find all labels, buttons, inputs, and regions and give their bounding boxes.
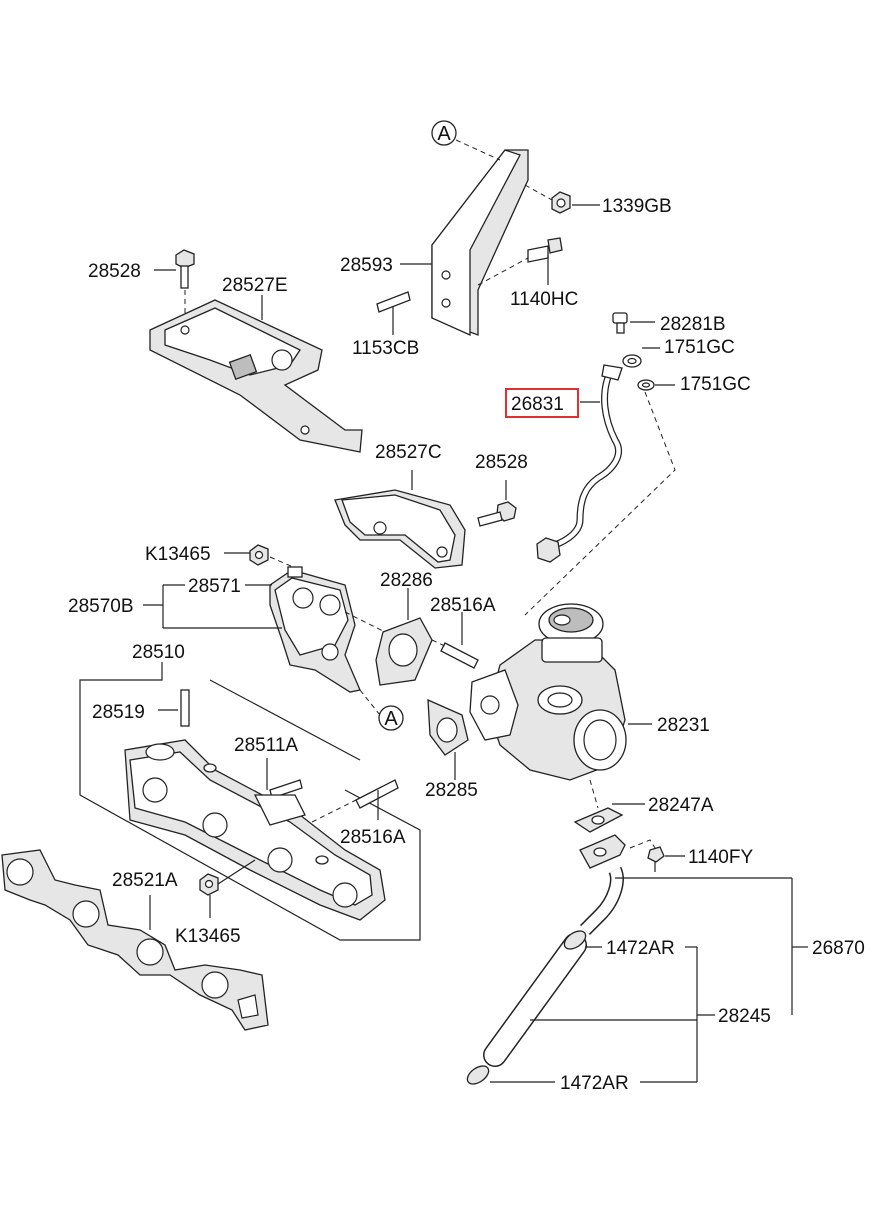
- label-28511A[interactable]: 28511A: [234, 735, 298, 756]
- exhaust-manifold-28510: [79, 662, 421, 941]
- oil-return-pipe-26870: [579, 834, 808, 1015]
- gasket-28521A: [1, 849, 269, 1031]
- clamp-1472AR-b: [466, 1065, 697, 1085]
- label-28285[interactable]: 28285: [425, 780, 478, 801]
- leader-28570B: [143, 584, 282, 629]
- hose-28245: [483, 933, 715, 1082]
- egr-cooler-28571: [269, 566, 386, 716]
- svg-text:A: A: [384, 708, 398, 730]
- label-28528-mid[interactable]: 28528: [475, 452, 528, 473]
- label-1153CB[interactable]: 1153CB: [352, 338, 419, 359]
- label-28528-top[interactable]: 28528: [88, 261, 141, 282]
- oil-pipe-26831: [524, 364, 676, 616]
- label-28281B[interactable]: 28281B: [660, 314, 726, 335]
- reference-marker-bottom: A: [378, 705, 404, 731]
- label-1339GB[interactable]: 1339GB: [602, 196, 672, 217]
- part-labels: 1339GB 28593 1140HC 1153CB 28528 28527E …: [68, 196, 865, 1094]
- label-28527C[interactable]: 28527C: [375, 442, 442, 463]
- label-28519[interactable]: 28519: [92, 702, 145, 723]
- label-28571[interactable]: 28571: [188, 576, 241, 597]
- reference-marker-top: A: [431, 120, 501, 161]
- gasket-28247A: [573, 779, 645, 833]
- label-1751GC-a[interactable]: 1751GC: [664, 337, 735, 358]
- highlight-box-26831: [505, 388, 579, 418]
- nut-K13465-top: [224, 544, 301, 571]
- label-28247A[interactable]: 28247A: [648, 795, 714, 816]
- bolt-28281B: [612, 312, 655, 334]
- label-26870[interactable]: 26870: [812, 938, 865, 959]
- label-28516A-top[interactable]: 28516A: [430, 595, 496, 616]
- stud-28516A-top: [431, 612, 479, 669]
- svg-text:A: A: [437, 123, 451, 145]
- label-1472AR-b[interactable]: 1472AR: [560, 1073, 629, 1094]
- stud-1153CB: [376, 291, 411, 335]
- stud-28516A-bot: [311, 779, 399, 823]
- nut-1339GB: [524, 184, 600, 214]
- gasket-28285: [427, 698, 469, 780]
- label-28521A[interactable]: 28521A: [112, 870, 178, 891]
- label-K13465-bot[interactable]: K13465: [175, 926, 241, 947]
- washer-1751GC-a: [622, 347, 660, 368]
- label-1140FY[interactable]: 1140FY: [688, 847, 753, 868]
- bracket-28593: [431, 149, 529, 337]
- label-28593[interactable]: 28593: [340, 255, 393, 276]
- heat-shield-28527C: [334, 470, 466, 569]
- label-26831[interactable]: 26831: [511, 394, 564, 415]
- label-28527E[interactable]: 28527E: [222, 275, 288, 296]
- bolt-1140FY: [629, 839, 685, 872]
- stud-28511A: [253, 758, 306, 826]
- gasket-28286: [375, 588, 433, 686]
- nut-K13465-bot: [199, 859, 256, 918]
- washer-1751GC-b: [637, 379, 675, 391]
- label-1751GC-b[interactable]: 1751GC: [680, 374, 751, 395]
- label-K13465-top[interactable]: K13465: [145, 544, 211, 565]
- label-1472AR-a[interactable]: 1472AR: [606, 938, 675, 959]
- heat-shield-28527E: [149, 295, 363, 453]
- label-1140HC[interactable]: 1140HC: [510, 289, 578, 310]
- label-28231[interactable]: 28231: [657, 715, 710, 736]
- clamp-1472AR-a: [563, 930, 697, 950]
- label-28510[interactable]: 28510: [132, 642, 185, 663]
- label-28286[interactable]: 28286: [380, 570, 433, 591]
- turbocharger-28231: [469, 603, 652, 781]
- bolt-1140HC: [477, 237, 563, 286]
- label-28570B[interactable]: 28570B: [68, 596, 134, 617]
- stud-28519: [158, 689, 190, 727]
- bolt-28528-mid: [477, 480, 517, 527]
- label-28245[interactable]: 28245: [718, 1006, 771, 1027]
- label-28516A-bot[interactable]: 28516A: [340, 827, 406, 848]
